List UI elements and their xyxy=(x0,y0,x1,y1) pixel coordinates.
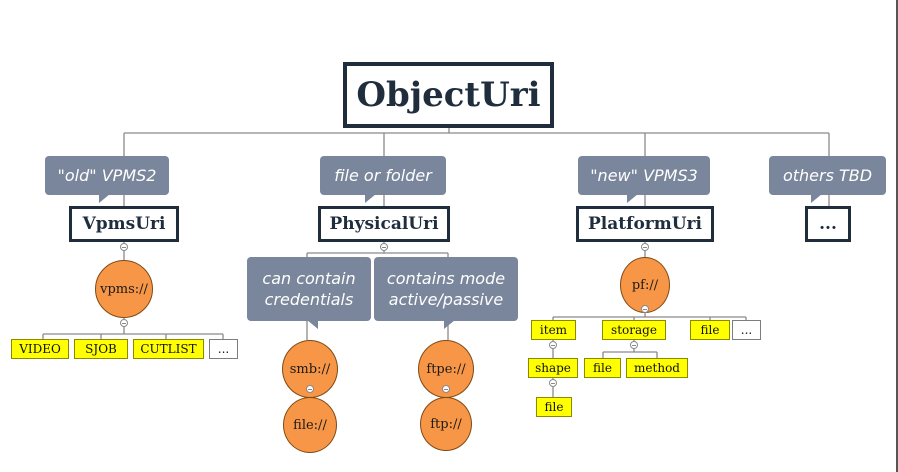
callout-pointer xyxy=(627,194,638,203)
vpms-type-sjob[interactable]: SJOB xyxy=(74,339,128,359)
vpms-type-more[interactable]: ... xyxy=(209,339,238,359)
collapse-toggle-icon[interactable] xyxy=(120,319,128,327)
callout-credentials-line2: credentials xyxy=(264,290,354,309)
platform-type-storage-file[interactable]: file xyxy=(584,358,621,378)
platform-type-shape-file-label: file xyxy=(544,400,564,414)
callout-mode-line2: active/passive xyxy=(388,290,504,309)
collapse-toggle-icon[interactable] xyxy=(380,243,388,251)
object-uri-root-box[interactable]: ObjectUri xyxy=(343,62,554,128)
platform-type-file[interactable]: file xyxy=(690,320,730,340)
physical-uri-box[interactable]: PhysicalUri xyxy=(318,206,450,242)
platform-type-item-label: item xyxy=(539,323,568,337)
object-uri-label: ObjectUri xyxy=(356,75,541,115)
vpms-type-video-label: VIDEO xyxy=(19,342,61,356)
vpms-type-video[interactable]: VIDEO xyxy=(11,339,69,359)
platform-type-shape-label: shape xyxy=(535,361,571,375)
vpms-type-sjob-label: SJOB xyxy=(85,342,117,356)
callout-old-vpms2-text: "old" VPMS2 xyxy=(57,166,157,185)
vpms-type-cutlist-label: CUTLIST xyxy=(140,342,197,356)
callout-mode-line1: contains mode xyxy=(386,269,506,288)
callout-pointer xyxy=(307,320,318,329)
callout-new-vpms3-text: "new" VPMS3 xyxy=(590,166,698,185)
vpms-type-more-label: ... xyxy=(217,342,230,356)
collapse-toggle-icon[interactable] xyxy=(306,385,314,393)
collapse-toggle-icon[interactable] xyxy=(641,305,649,313)
callout-others-tbd-text: others TBD xyxy=(782,166,873,185)
callout-pointer xyxy=(365,194,376,203)
vpms-scheme-label: vpms:// xyxy=(100,281,148,297)
platform-uri-box[interactable]: PlatformUri xyxy=(576,206,714,242)
callout-credentials-line1: can contain xyxy=(262,269,356,288)
physical-uri-label: PhysicalUri xyxy=(329,214,439,234)
collapse-toggle-icon[interactable] xyxy=(549,379,557,387)
ftp-scheme-label: ftp:// xyxy=(430,416,462,432)
collapse-toggle-icon[interactable] xyxy=(549,341,557,349)
callout-file-or-folder-text: file or folder xyxy=(334,166,432,185)
right-edge-frame xyxy=(896,0,898,472)
platform-type-shape-file[interactable]: file xyxy=(536,397,572,417)
connector-pf-types xyxy=(552,313,747,320)
collapse-toggle-icon[interactable] xyxy=(442,385,450,393)
pf-scheme-circle[interactable]: pf:// xyxy=(620,257,670,313)
file-scheme-label: file:// xyxy=(293,417,327,433)
platform-type-file-label: file xyxy=(700,323,720,337)
platform-type-storage-file-label: file xyxy=(593,361,612,375)
vpms-uri-label: VpmsUri xyxy=(82,214,166,234)
ftp-scheme-circle[interactable]: ftp:// xyxy=(420,397,472,451)
connector-vpms-types xyxy=(42,318,224,339)
smb-scheme-label: smb:// xyxy=(289,361,331,377)
platform-type-storage-label: storage xyxy=(611,323,657,337)
vpms-scheme-circle[interactable]: vpms:// xyxy=(95,260,153,318)
platform-type-shape[interactable]: shape xyxy=(528,358,578,378)
callout-new-vpms3: "new" VPMS3 xyxy=(578,156,710,203)
vpms-uri-box[interactable]: VpmsUri xyxy=(69,206,179,242)
platform-type-storage[interactable]: storage xyxy=(602,320,666,340)
callout-file-or-folder: file or folder xyxy=(320,156,446,203)
pf-scheme-label: pf:// xyxy=(631,277,659,293)
callout-others-tbd: others TBD xyxy=(769,156,886,203)
platform-type-item[interactable]: item xyxy=(531,320,576,340)
callout-old-vpms2: "old" VPMS2 xyxy=(45,156,169,203)
collapse-toggle-icon[interactable] xyxy=(120,243,128,251)
file-scheme-circle[interactable]: file:// xyxy=(283,397,337,453)
platform-type-method[interactable]: method xyxy=(626,358,688,378)
vpms-type-cutlist[interactable]: CUTLIST xyxy=(133,339,204,359)
callout-pointer xyxy=(99,194,110,203)
others-box[interactable]: ... xyxy=(805,206,851,242)
platform-type-more[interactable]: ... xyxy=(732,320,761,340)
collapse-toggle-icon[interactable] xyxy=(641,243,649,251)
collapse-toggle-icon[interactable] xyxy=(630,341,638,349)
platform-type-method-label: method xyxy=(634,361,680,375)
callout-contains-mode: contains mode active/passive xyxy=(374,257,518,329)
callout-can-contain-credentials: can contain credentials xyxy=(247,257,371,329)
platform-uri-label: PlatformUri xyxy=(588,214,702,234)
ftpe-scheme-label: ftpe:// xyxy=(426,361,466,377)
platform-type-more-label: ... xyxy=(740,323,753,337)
callout-pointer xyxy=(811,194,822,203)
callout-pointer xyxy=(444,320,455,329)
others-label: ... xyxy=(819,214,837,234)
